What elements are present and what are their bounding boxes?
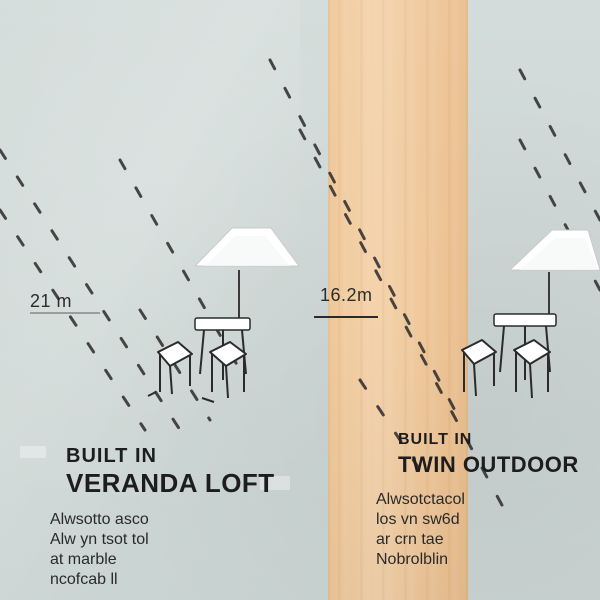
left-chairs-icon xyxy=(147,341,247,403)
right-dimension-rule xyxy=(314,316,378,318)
left-body-text: Alwsotto asco Alw yn tsot tol at marble … xyxy=(50,512,149,592)
left-floor-shadow xyxy=(20,446,290,490)
diagonal-lines-left xyxy=(0,148,242,432)
right-title-line-1: BUILT IN xyxy=(398,431,473,448)
right-body-line: ar crn tae xyxy=(376,531,444,548)
left-dimension-label: 21 m xyxy=(30,291,73,311)
left-body-line: Alw yn tsot tol xyxy=(50,531,149,548)
diagonal-line xyxy=(118,158,242,372)
wood-panel xyxy=(328,0,468,600)
left-body-line: Alwsotto asco xyxy=(50,511,149,528)
left-dimension-rule xyxy=(30,312,100,314)
right-title: BUILT IN TWIN OUTDOOR xyxy=(398,432,579,482)
left-title-line-1: BUILT IN xyxy=(66,445,157,467)
diagonal-line xyxy=(138,308,212,422)
diagonal-line xyxy=(0,208,147,432)
background-glow xyxy=(0,0,300,600)
diagonal-line xyxy=(0,148,182,432)
diagonal-lines-right xyxy=(268,58,600,522)
left-body-line: ncofcab ll xyxy=(50,571,118,588)
right-chairs-icon xyxy=(461,339,551,399)
right-dimension-label: 16.2m xyxy=(320,285,373,305)
right-title-line-2: TWIN OUTDOOR xyxy=(398,452,579,477)
right-body-text: Alwsotctacol los vn sw6d ar crn tae Nobr… xyxy=(376,492,465,572)
right-body-line: Alwsotctacol xyxy=(376,491,465,508)
left-title-line-2: VERANDA LOFT xyxy=(66,468,275,498)
diagonal-line xyxy=(298,128,512,522)
right-body-line: Nobrolblin xyxy=(376,551,449,568)
right-body-line: los vn sw6d xyxy=(376,511,460,528)
right-table-icon xyxy=(493,313,557,380)
diagonal-line xyxy=(268,58,462,422)
right-umbrella-icon xyxy=(508,229,600,316)
left-title: BUILT IN VERANDA LOFT xyxy=(66,446,275,500)
left-umbrella-icon xyxy=(193,227,300,326)
diagonal-line xyxy=(518,68,600,222)
left-body-line: at marble xyxy=(50,551,117,568)
